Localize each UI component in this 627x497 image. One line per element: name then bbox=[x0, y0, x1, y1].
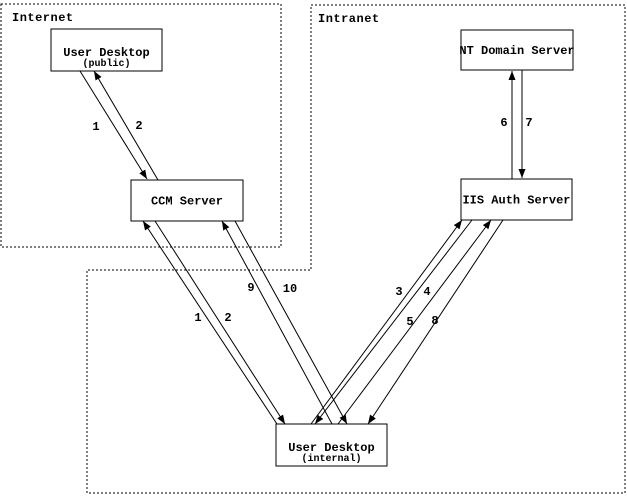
intranet-zone-border bbox=[86, 4, 626, 494]
edge-10-ccm-to-internal-desktop bbox=[234, 220, 348, 425]
edge-labels-layer: 1 2 1 2 9 10 3 4 5 8 6 7 bbox=[92, 116, 532, 329]
node-nt-domain-server-box bbox=[460, 29, 574, 71]
edges-layer bbox=[79, 70, 526, 425]
edge-label-3: 3 bbox=[395, 285, 402, 299]
node-nt-domain-server-title: NT Domain Server bbox=[459, 44, 574, 58]
node-user-desktop-internal-subtitle: (internal) bbox=[301, 453, 361, 465]
edge-label-8: 8 bbox=[431, 314, 438, 328]
node-iis-auth-server-title: IIS Auth Server bbox=[462, 194, 570, 208]
edge-label-10: 10 bbox=[283, 282, 297, 296]
node-user-desktop-public-subtitle: (public) bbox=[82, 58, 130, 70]
node-ccm-server-box bbox=[130, 179, 244, 222]
internet-zone-border bbox=[0, 3, 282, 248]
edge-label-2: 2 bbox=[135, 119, 142, 133]
node-user-desktop-public-title: User Desktop bbox=[63, 46, 149, 60]
node-ccm-server-title: CCM Server bbox=[151, 195, 223, 209]
edge-label-9: 9 bbox=[247, 281, 254, 295]
edge-label-6: 6 bbox=[500, 116, 507, 130]
edge-1-public-desktop-to-ccm bbox=[79, 70, 148, 180]
edge-label-7: 7 bbox=[525, 116, 532, 130]
edge-3-internal-desktop-to-iis bbox=[310, 219, 463, 425]
zones-layer: Internet Intranet bbox=[0, 3, 626, 494]
node-user-desktop-internal-box bbox=[275, 423, 388, 467]
edge-label-5: 5 bbox=[406, 315, 413, 329]
edge-2-ccm-to-internal-desktop bbox=[154, 220, 286, 425]
edge-label-1: 1 bbox=[92, 120, 99, 134]
node-user-desktop-internal-title: User Desktop bbox=[288, 441, 374, 455]
intranet-zone-label: Intranet bbox=[318, 12, 380, 26]
edge-label-1: 1 bbox=[194, 311, 201, 325]
node-iis-auth-server-box bbox=[460, 178, 573, 221]
edge-4-iis-to-internal-desktop bbox=[314, 219, 473, 425]
edge-1-internal-desktop-to-ccm bbox=[142, 220, 278, 425]
edge-label-4: 4 bbox=[423, 285, 430, 299]
nodes-layer: User Desktop(public)NT Domain ServerCCM … bbox=[50, 28, 575, 467]
edge-8-iis-to-internal-desktop bbox=[367, 219, 504, 425]
edge-label-2: 2 bbox=[224, 311, 231, 325]
edge-9-internal-desktop-to-ccm bbox=[221, 220, 333, 425]
node-user-desktop-public-box bbox=[50, 28, 163, 72]
edge-5-internal-desktop-to-iis bbox=[337, 219, 492, 425]
edge-2-ccm-to-public-desktop bbox=[93, 70, 159, 181]
internet-zone-label: Internet bbox=[12, 11, 74, 25]
